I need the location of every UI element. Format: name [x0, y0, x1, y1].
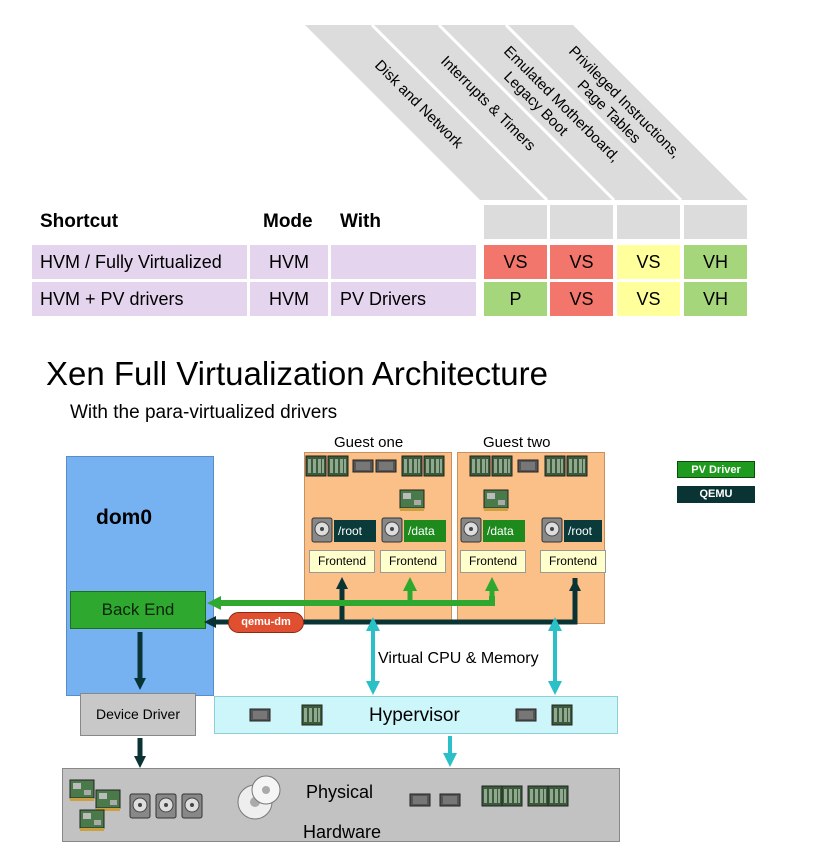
row1-value-interrupts: VS	[550, 245, 613, 279]
column-band-4	[506, 25, 748, 200]
physical-label: Physical	[306, 782, 374, 802]
hardware-label: Hardware	[303, 822, 382, 842]
column-header-box-2	[550, 205, 613, 239]
row1-shortcut: HVM / Fully Virtualized	[32, 245, 247, 279]
column-band-1	[305, 25, 547, 200]
row1-value-disk: VS	[484, 245, 547, 279]
guest-two-disk-root: /root	[564, 520, 602, 542]
header-mode: Mode	[263, 211, 313, 232]
guest-two-disk-data: /data	[483, 520, 525, 542]
guest-one-disk-root: /root	[334, 520, 376, 542]
physical-hardware-box	[62, 768, 620, 842]
column-header-box-1	[484, 205, 547, 239]
guest-one-label: Guest one	[334, 434, 404, 451]
column-header-box-4	[684, 205, 747, 239]
row2-with: PV Drivers	[331, 282, 476, 316]
virtual-cpu-memory-label: Virtual CPU & Memory	[378, 650, 539, 667]
header-with: With	[340, 211, 381, 232]
header-shortcut: Shortcut	[40, 211, 119, 232]
guest-two-label: Guest two	[483, 434, 551, 451]
diagram-title: Xen Full Virtualization Architecture	[46, 355, 548, 392]
row1-value-motherboard: VS	[617, 245, 680, 279]
row2-mode: HVM	[250, 282, 328, 316]
row2-value-motherboard: VS	[617, 282, 680, 316]
row2-value-disk: P	[484, 282, 547, 316]
row1-value-privileged: VH	[684, 245, 747, 279]
hypervisor-box	[214, 696, 618, 734]
guest-two-frontend-2: Frontend	[540, 550, 606, 573]
guest-one-frontend-1: Frontend	[309, 550, 375, 573]
qemu-dm-badge: qemu-dm	[228, 612, 304, 633]
guest-one-frontend-2: Frontend	[380, 550, 446, 573]
legend-pv-driver: PV Driver	[677, 461, 755, 478]
legend-qemu: QEMU	[677, 486, 755, 503]
row1-mode: HVM	[250, 245, 328, 279]
column-band-3	[439, 25, 681, 200]
row2-value-privileged: VH	[684, 282, 747, 316]
dom0-box	[66, 456, 214, 696]
table-header-graphic: Disk and Network Interrupts & Timers Emu…	[305, 23, 748, 202]
guest-one-disk-data: /data	[404, 520, 446, 542]
row2-shortcut: HVM + PV drivers	[32, 282, 247, 316]
dom0-label: dom0	[96, 506, 153, 529]
guest-two-frontend-1: Frontend	[460, 550, 526, 573]
diagram-subtitle: With the para-virtualized drivers	[70, 402, 338, 423]
hypervisor-label: Hypervisor	[369, 705, 460, 726]
row1-with	[331, 245, 476, 279]
back-end-box: Back End	[70, 591, 206, 629]
device-driver-box: Device Driver	[80, 693, 196, 736]
column-band-2	[372, 25, 614, 200]
column-header-box-3	[617, 205, 680, 239]
row2-value-interrupts: VS	[550, 282, 613, 316]
